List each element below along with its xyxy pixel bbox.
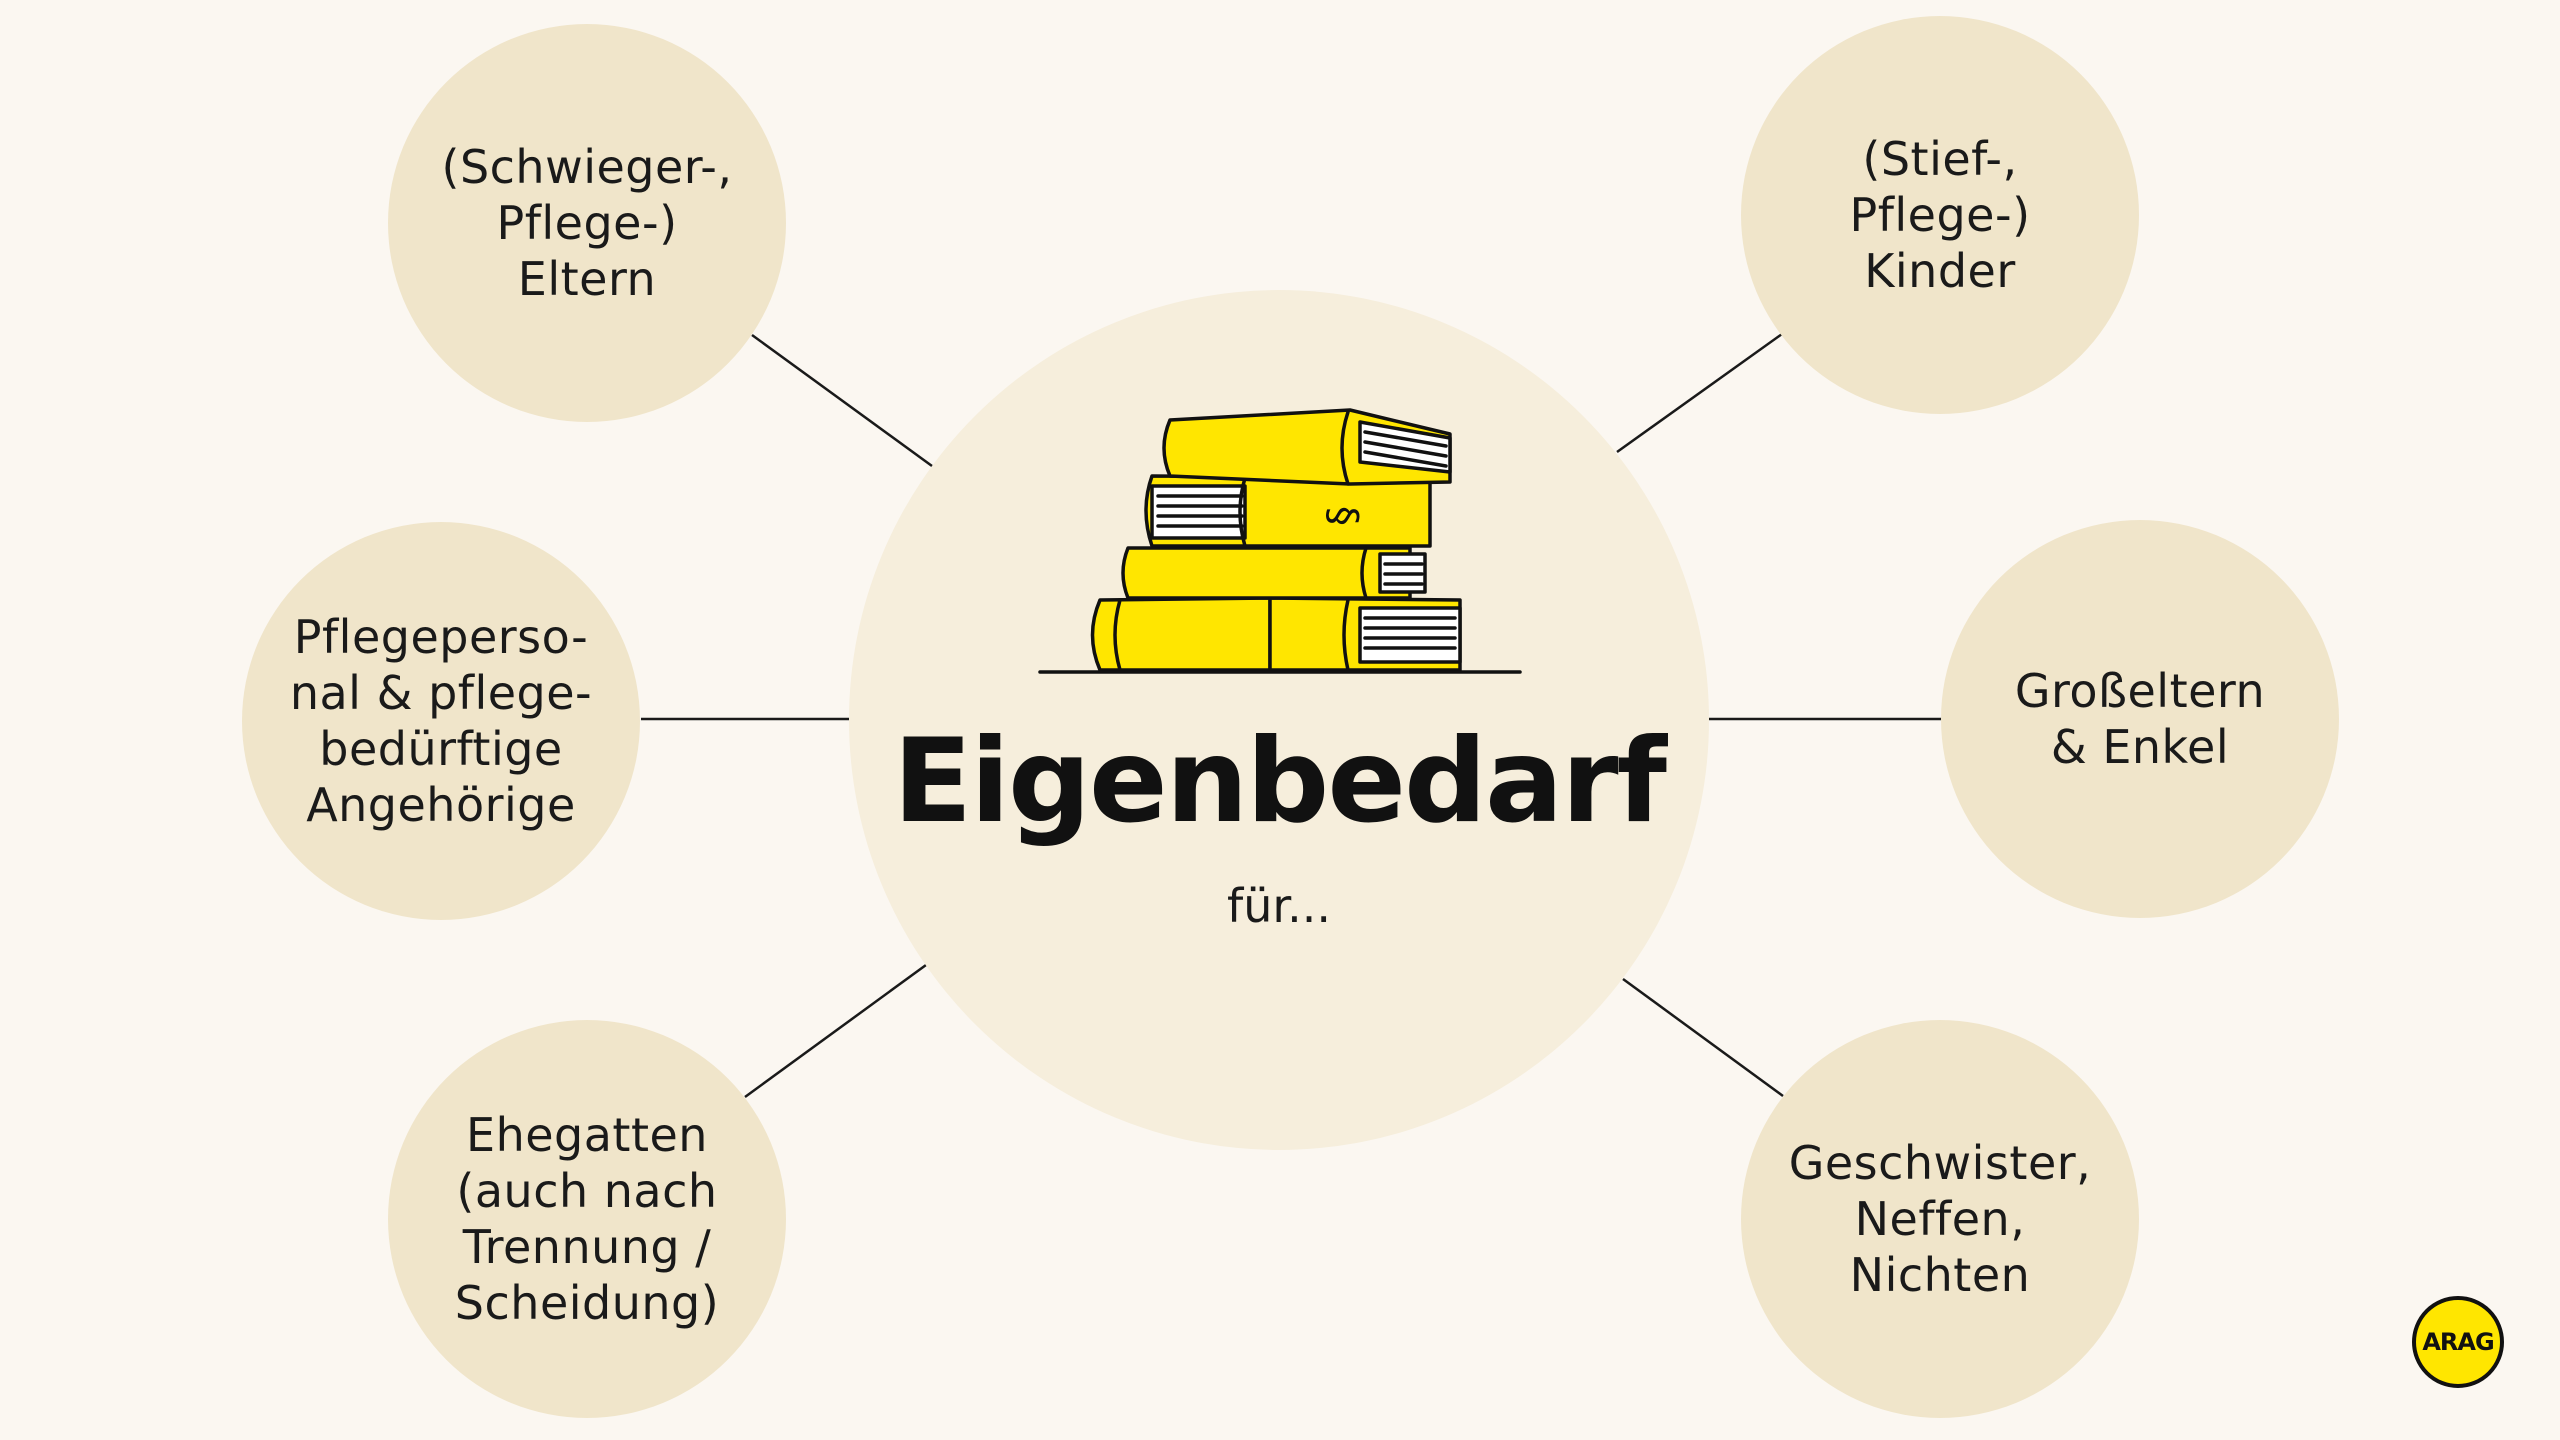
arag-logo: ARAG: [2412, 1296, 2504, 1388]
node-label-siblings: Geschwister, Neffen, Nichten: [1788, 1136, 2092, 1302]
node-middle-left: Pflegeperso- nal & pflege- bedürftige An…: [242, 522, 640, 920]
node-label-grandparents: Großeltern & Enkel: [2014, 664, 2266, 774]
node-bottom-right: Geschwister, Neffen, Nichten: [1741, 1020, 2139, 1418]
connector-top-right: [1616, 332, 1783, 454]
node-label-parents: (Schwieger-, Pflege-) Eltern: [441, 140, 733, 306]
paragraph-sign: §: [1320, 506, 1366, 526]
node-bottom-left: Ehegatten (auch nach Trennung / Scheidun…: [388, 1020, 786, 1418]
stacked-books-icon: §: [1038, 408, 1522, 674]
node-top-left: (Schwieger-, Pflege-) Eltern: [388, 24, 786, 422]
node-middle-right: Großeltern & Enkel: [1941, 520, 2339, 918]
logo-text: ARAG: [2422, 1328, 2494, 1356]
connector-top-left: [751, 333, 933, 468]
node-top-right: (Stief-, Pflege-) Kinder: [1741, 16, 2139, 414]
center-title: Eigenbedarf: [893, 714, 1667, 849]
node-label-spouses: Ehegatten (auch nach Trennung / Scheidun…: [454, 1108, 720, 1330]
node-label-children: (Stief-, Pflege-) Kinder: [1849, 132, 2031, 298]
node-label-care-staff: Pflegeperso- nal & pflege- bedürftige An…: [289, 610, 593, 832]
connector-bottom-right: [1622, 977, 1784, 1098]
center-subtitle: für...: [1227, 879, 1331, 933]
connector-bottom-left: [744, 963, 927, 1099]
